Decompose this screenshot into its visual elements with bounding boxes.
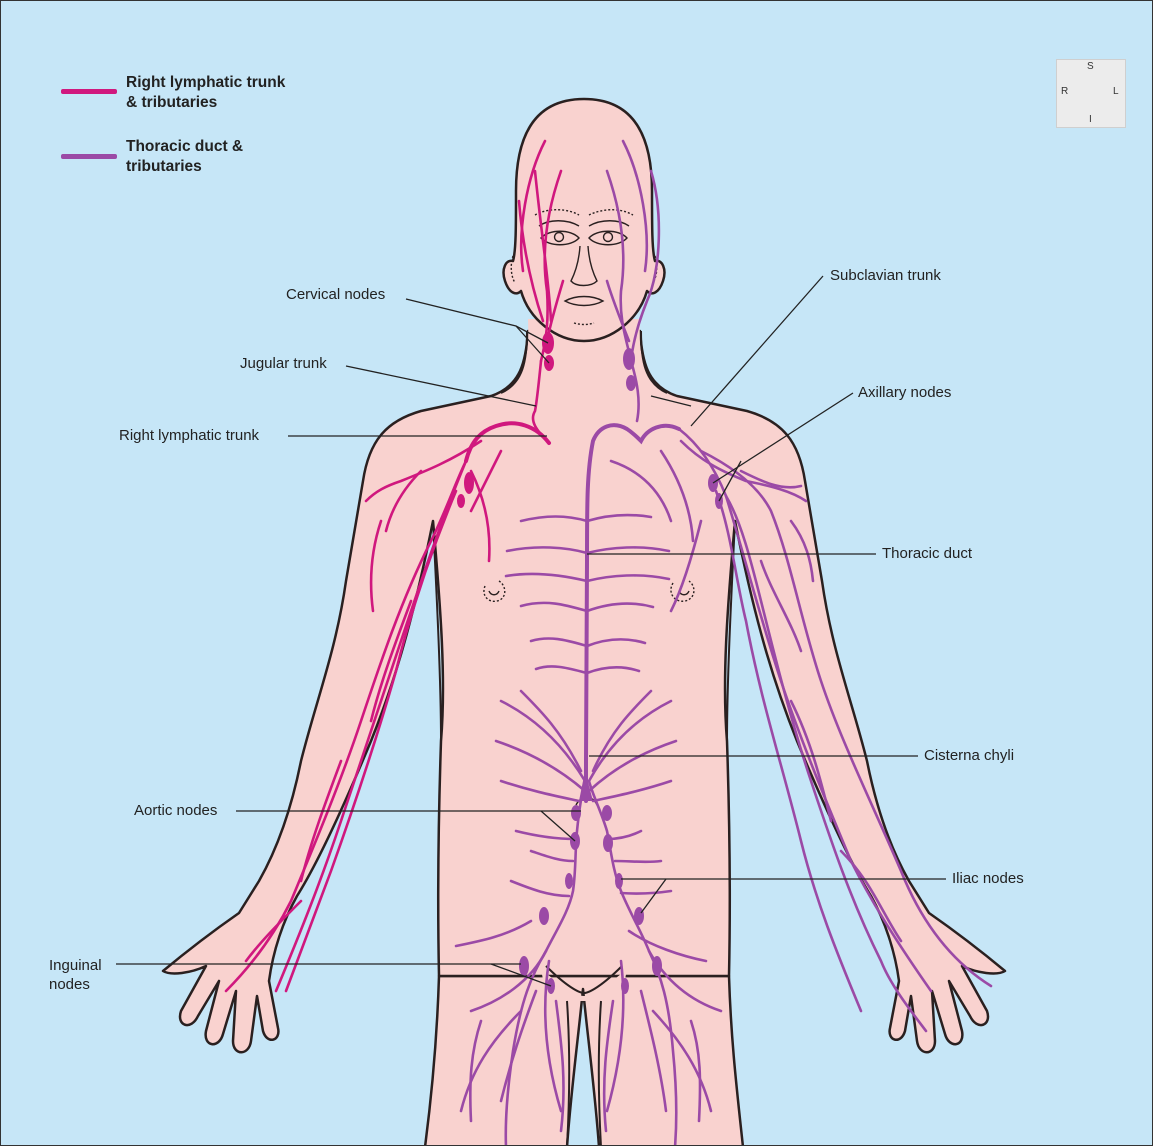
label-cisterna-chyli: Cisterna chyli	[924, 746, 1014, 765]
label-subclavian-trunk: Subclavian trunk	[830, 266, 941, 285]
legend-label-right-lymphatic: Right lymphatic trunk & tributaries	[126, 73, 286, 113]
label-jugular-trunk: Jugular trunk	[240, 354, 327, 373]
legend-swatch-thoracic-duct	[61, 154, 117, 159]
label-right-lymphatic-trunk: Right lymphatic trunk	[119, 426, 259, 445]
compass-inferior: I	[1089, 114, 1092, 125]
legend-swatch-right-lymphatic	[61, 89, 117, 94]
body-silhouette	[163, 99, 1005, 1145]
compass-superior: S	[1087, 61, 1094, 72]
label-inguinal-nodes: Inguinal nodes	[49, 956, 119, 994]
legend-label-thoracic-duct: Thoracic duct & tributaries	[126, 137, 256, 177]
label-aortic-nodes: Aortic nodes	[134, 801, 217, 820]
compass-right: R	[1061, 86, 1068, 97]
label-cervical-nodes: Cervical nodes	[286, 285, 385, 304]
compass-left: L	[1113, 86, 1119, 97]
orientation-compass: S I R L	[1056, 59, 1126, 128]
label-thoracic-duct: Thoracic duct	[882, 544, 972, 563]
label-iliac-nodes: Iliac nodes	[952, 869, 1024, 888]
label-axillary-nodes: Axillary nodes	[858, 383, 951, 402]
